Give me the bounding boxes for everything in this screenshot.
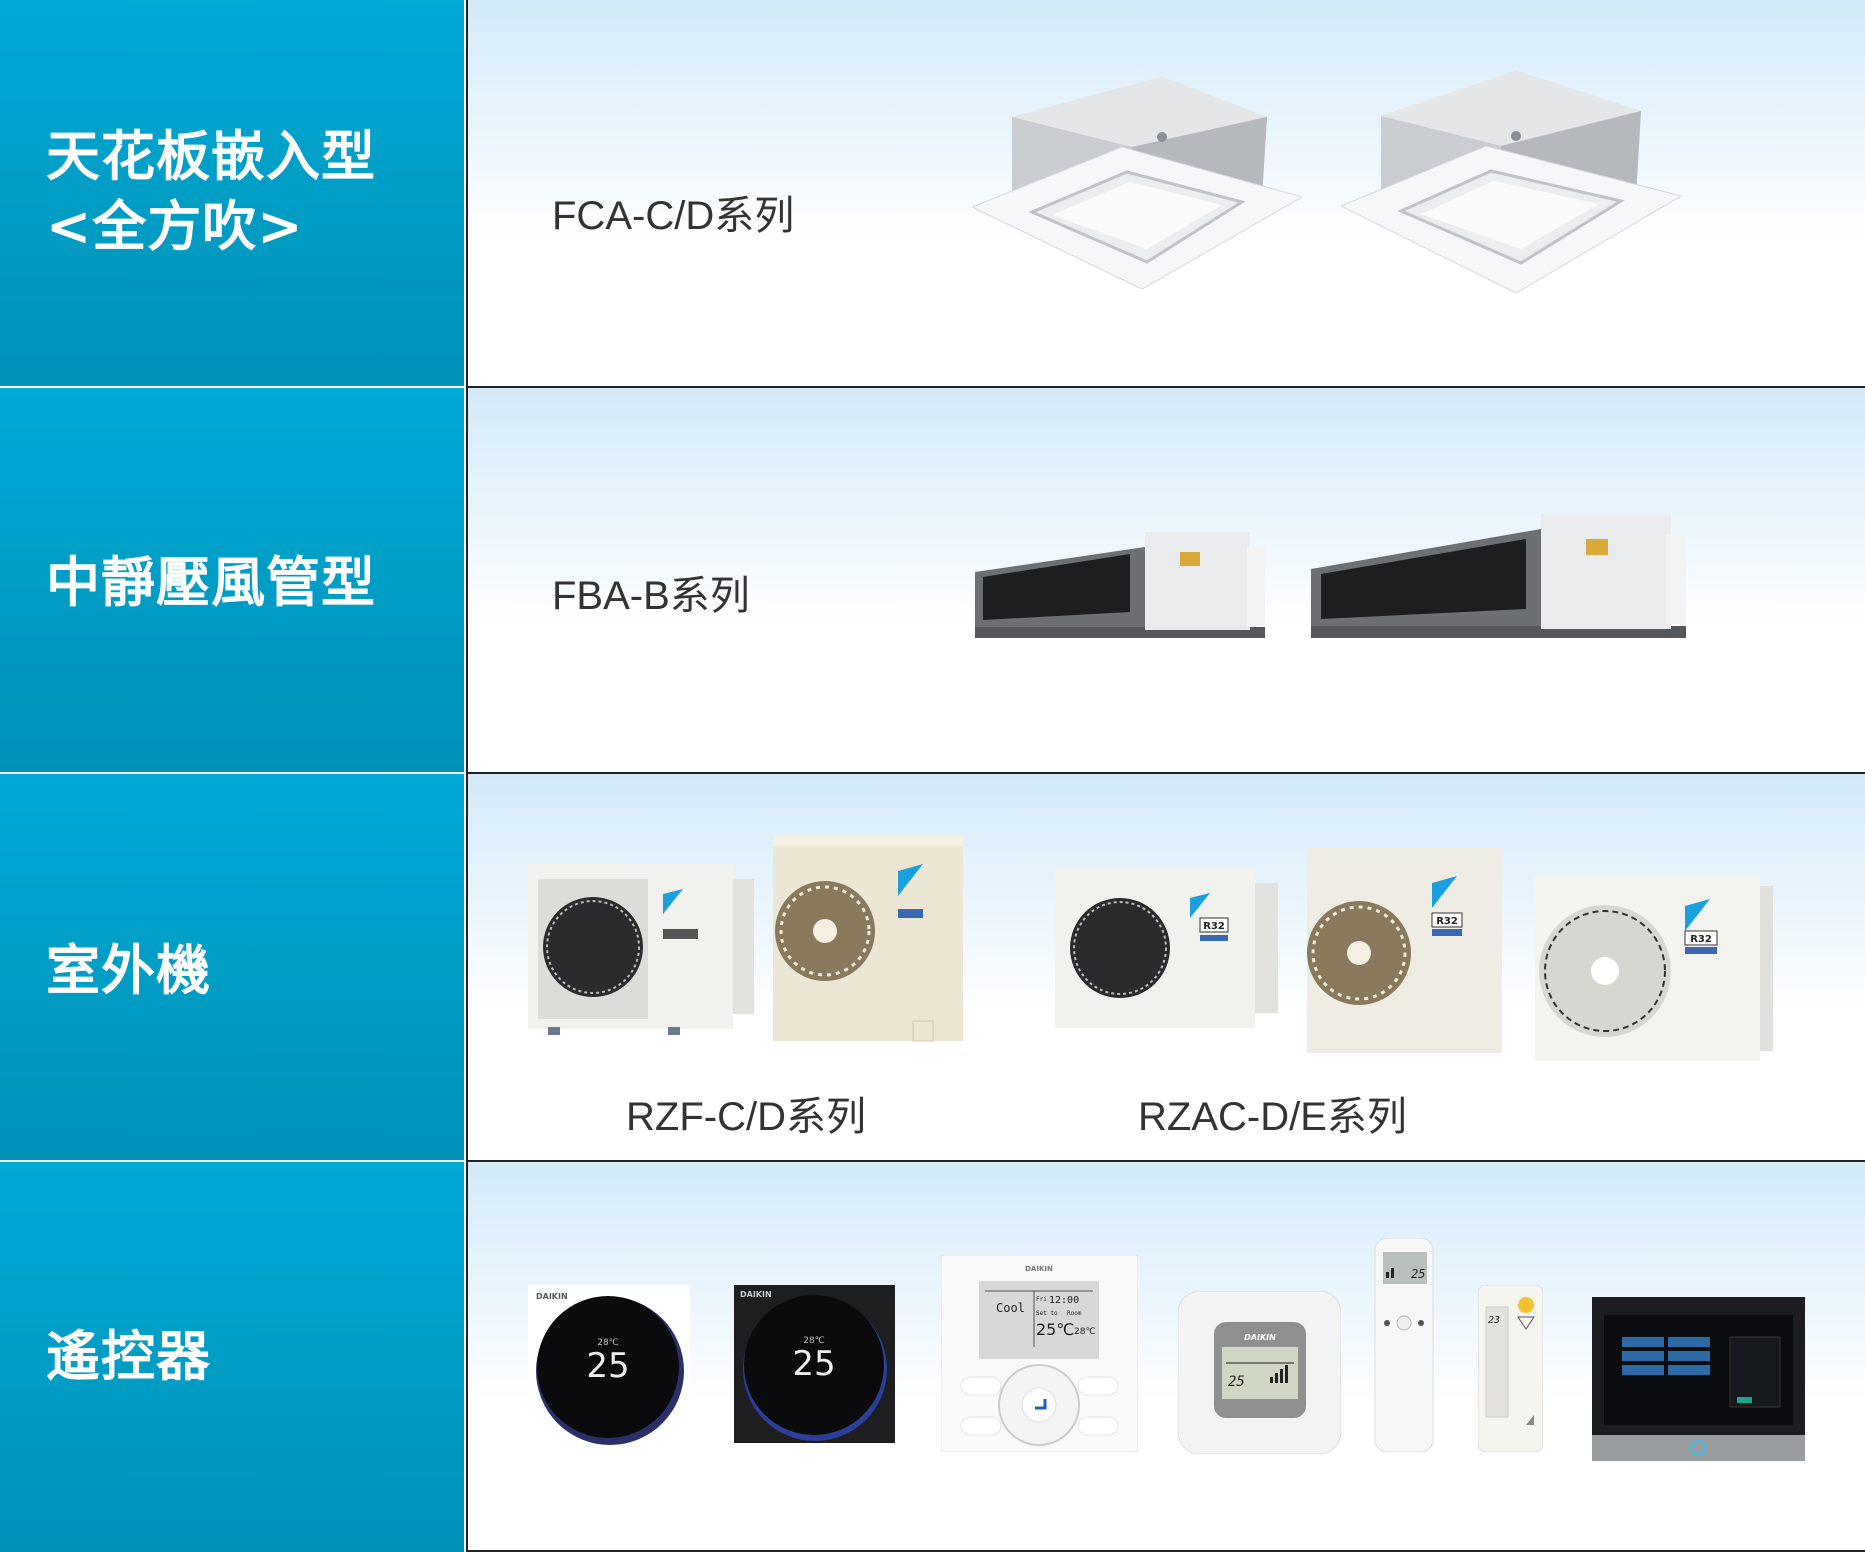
product-panel: FBA-B系列 (466, 388, 1865, 774)
series-label[interactable]: RZAC-D/E系列 (1138, 1095, 1407, 1139)
outdoor-unit-image[interactable]: R32 (1535, 871, 1773, 1071)
day-display: Fri (1036, 1296, 1047, 1303)
series-label[interactable]: FCA-C/D系列 (552, 194, 795, 238)
set-temp: 25 (792, 1344, 835, 1384)
refrigerant-label: R32 (1690, 934, 1712, 945)
brand-logo: DAIKIN (536, 1292, 568, 1301)
cassette-unit-image[interactable] (972, 77, 1302, 289)
category-label: 中靜壓風管型 (46, 551, 376, 614)
row-ducted: 中靜壓風管型 FBA-B系列 (0, 388, 1865, 774)
category-sublabel: <全方吹> (46, 195, 304, 258)
category-cell: 中靜壓風管型 (0, 388, 464, 772)
category-cell: 遙控器 (0, 1162, 464, 1552)
set-temp: 25℃ (1036, 1320, 1074, 1339)
category-label: 室外機 (46, 939, 211, 1002)
series-label[interactable]: FBA-B系列 (552, 574, 750, 618)
refrigerant-label: R32 (1436, 916, 1458, 927)
cassette-unit-image[interactable] (1341, 71, 1681, 293)
product-panel: FCA-C/D系列 (466, 0, 1865, 388)
mode-display: Cool (996, 1301, 1025, 1315)
square-remote[interactable]: DAIKIN 25 (1178, 1291, 1341, 1454)
outdoor-unit-image[interactable]: R32 (1055, 863, 1278, 1041)
duct-unit-image[interactable] (975, 532, 1265, 638)
touch-panel-controller[interactable] (1592, 1297, 1805, 1461)
product-panel: R32 R32 R32 RZF-C/D系列 RZAC-D/E系列 (466, 774, 1865, 1162)
category-label: 遙控器 (46, 1325, 211, 1388)
room-label: Room (1067, 1310, 1082, 1317)
outdoor-unit-image[interactable]: R32 (1307, 843, 1504, 1065)
category-cell: 天花板嵌入型 <全方吹> (0, 0, 464, 386)
brand-logo: DAIKIN (740, 1290, 772, 1299)
brand-logo: DAIKIN (1025, 1265, 1053, 1273)
brand-logo: DAIKIN (1244, 1333, 1276, 1342)
series-label[interactable]: RZF-C/D系列 (626, 1095, 866, 1139)
set-temp: 25 (1411, 1267, 1425, 1281)
set-temp: 25 (1228, 1374, 1245, 1390)
category-cell: 室外機 (0, 774, 464, 1160)
row-ceiling-cassette: 天花板嵌入型 <全方吹> FCA-C/D系列 (0, 0, 1865, 388)
set-temp: 23 (1488, 1315, 1500, 1326)
handheld-remote[interactable]: 25 (1373, 1238, 1436, 1452)
refrigerant-label: R32 (1203, 921, 1225, 932)
room-temp: 28℃ (1074, 1327, 1096, 1337)
outdoor-unit-image[interactable] (528, 859, 754, 1041)
time-display: 12:00 (1049, 1295, 1079, 1306)
duct-unit-image[interactable] (1311, 514, 1698, 638)
row-outdoor: 室外機 R32 R32 R32 RZF-C/D系列 RZAC-D/E系列 (0, 774, 1865, 1162)
set-label: Set to (1036, 1310, 1058, 1317)
room-temp: 28℃ (803, 1336, 825, 1346)
set-temp: 25 (586, 1346, 629, 1386)
wall-remote[interactable]: 23 (1478, 1285, 1543, 1452)
outdoor-unit-image[interactable] (773, 831, 968, 1053)
room-temp: 28℃ (597, 1338, 619, 1348)
category-label: 天花板嵌入型 (46, 125, 376, 188)
